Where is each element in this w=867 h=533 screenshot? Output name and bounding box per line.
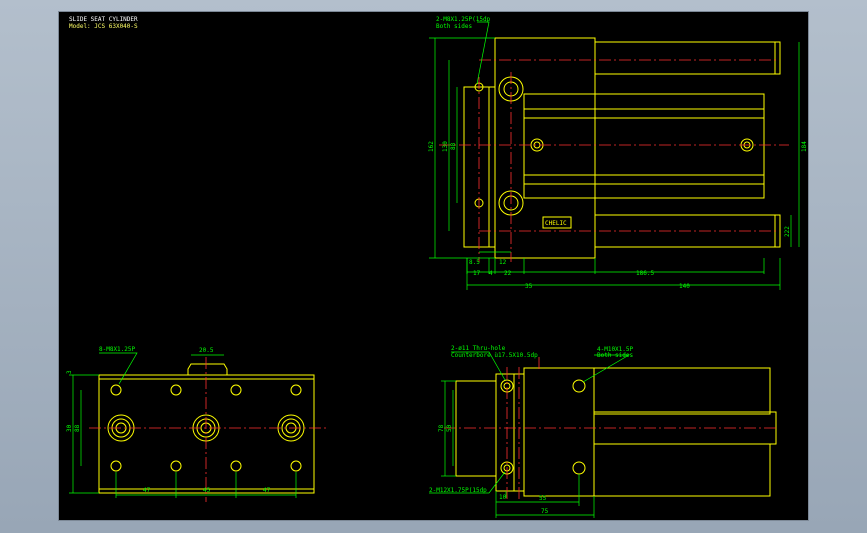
br-bottom-body: [593, 443, 771, 497]
bl-plate-inner: [98, 378, 315, 490]
tr-rod-top: [594, 41, 781, 75]
tr-dim-85: 8.5: [469, 259, 480, 266]
cad-canvas[interactable]: SLIDE SEAT CYLINDER Model: JCS 63X040-S: [58, 11, 809, 521]
bl-leader-text: 8-M8X1.25P: [99, 346, 136, 353]
bl-plate: [98, 374, 315, 494]
tr-badge-label: CHELIC: [545, 220, 567, 227]
bl-hole-2: [170, 384, 182, 396]
tr-dim-1865: 186.5: [636, 270, 654, 277]
bl-hole-6: [170, 460, 182, 472]
tr-dim-184: 184: [801, 141, 808, 152]
bl-dim-45: 45: [203, 487, 211, 494]
tr-dim-140: 140: [679, 283, 690, 290]
tr-slide-table: [523, 93, 765, 199]
br-dim-55: 55: [539, 495, 547, 502]
br-leader-a-sub: Counterbore ù17.5X10.5dp: [451, 352, 538, 359]
br-top-shaft: [593, 367, 771, 415]
cad-drawing: CHELIC: [66, 16, 808, 518]
br-dim-50: 50: [446, 424, 453, 432]
br-leader-a: 2-ø11 Thru-hole: [451, 345, 506, 352]
br-dim-78: 78: [438, 424, 445, 432]
bl-dim-205: 20.5: [199, 347, 214, 354]
bl-dim-88: 88: [74, 424, 81, 432]
bl-hole-8: [290, 460, 302, 472]
tr-dim-222: 222: [784, 226, 791, 237]
bl-hole-4: [290, 384, 302, 396]
drawing-title: SLIDE SEAT CYLINDER: [69, 16, 138, 23]
br-hole-tr: [572, 379, 586, 393]
br-left-block: [455, 380, 497, 477]
tr-dim-162: 162: [428, 141, 435, 152]
tr-body-inner: [488, 86, 496, 248]
tr-dim-22: 22: [504, 270, 512, 277]
top-right-view: [463, 37, 781, 259]
tr-badge: [542, 216, 572, 229]
bl-dim-30: 30: [66, 424, 73, 432]
br-leader-b-sub: Both sides: [597, 352, 634, 359]
bottom-left-view: [98, 363, 315, 494]
bottom-right-view: [455, 367, 777, 497]
tr-leader-text: 2-M8X1.25P(15dp: [436, 16, 491, 23]
tr-leader-sub: Both sides: [436, 23, 473, 30]
br-dim-75: 75: [541, 508, 549, 515]
bl-hole-1: [110, 384, 122, 396]
br-hole-br: [572, 461, 586, 475]
tr-dim-17: 17: [473, 270, 481, 277]
br-leader-c: 2-M12X1.75P(15dp: [429, 487, 487, 494]
tr-dim-88: 88: [450, 142, 457, 150]
bl-hole-5: [110, 460, 122, 472]
drawing-model: Model: JCS 63X040-S: [69, 23, 138, 30]
br-leader-b: 4-M10X1.5P: [597, 346, 634, 353]
bl-dim-47a: 47: [143, 487, 151, 494]
bl-dim-3: 3: [66, 370, 73, 374]
bl-dim-47b: 47: [263, 487, 271, 494]
tr-body: [463, 86, 490, 248]
bl-port-block: [187, 363, 228, 376]
br-dim-10: 10: [499, 494, 507, 501]
tr-main-frame: [494, 37, 596, 259]
bl-hole-3: [230, 384, 242, 396]
tr-dim-35: 35: [525, 283, 533, 290]
tr-dim-12: 12: [499, 259, 507, 266]
bl-hole-7: [230, 460, 242, 472]
tr-dim-4: 4: [489, 270, 493, 277]
tr-dim-130: 130: [442, 141, 449, 152]
br-main-body: [523, 367, 595, 497]
